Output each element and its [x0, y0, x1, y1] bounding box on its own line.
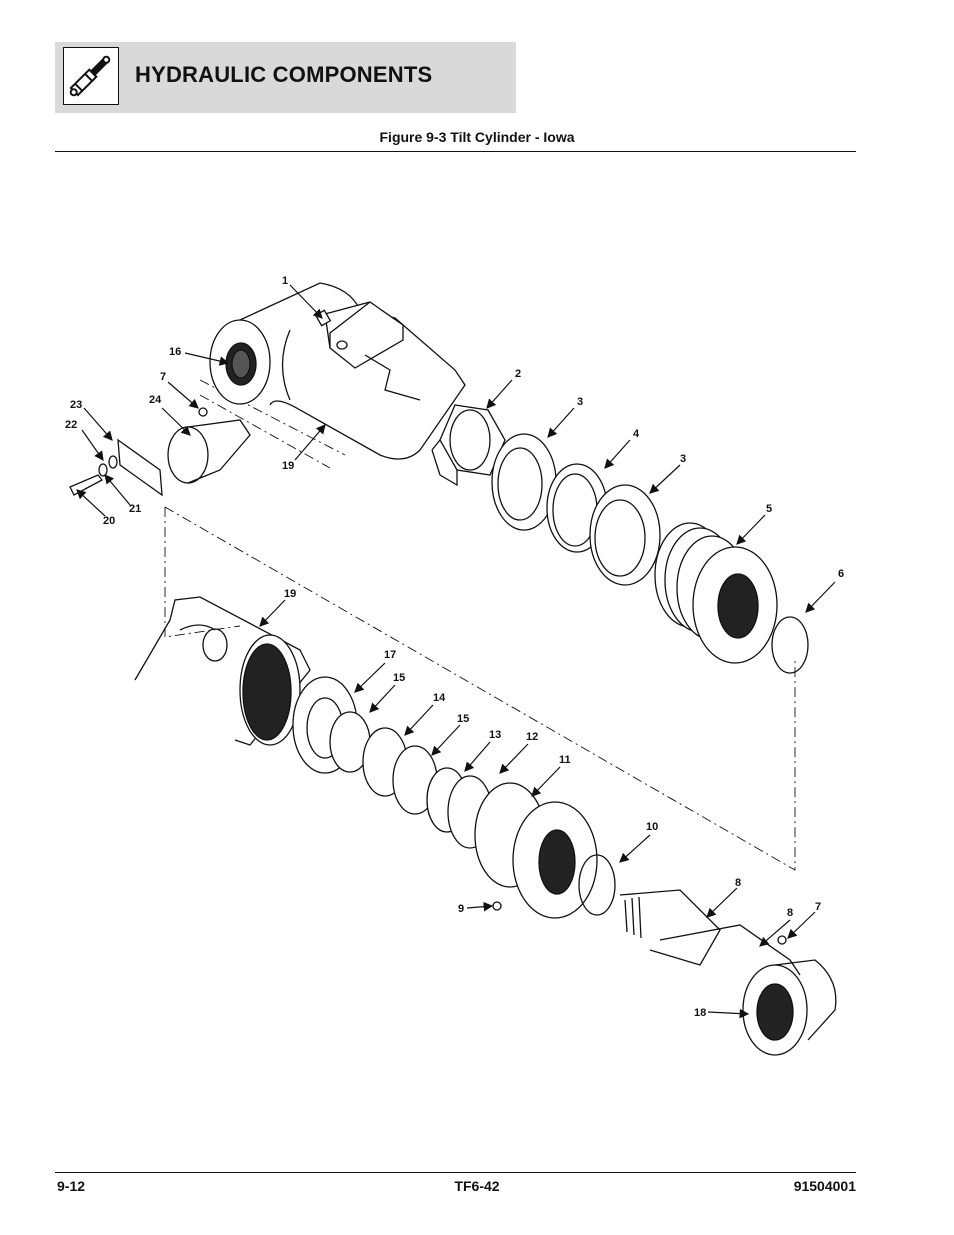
hydraulic-cylinder-icon	[63, 47, 119, 105]
piston	[654, 522, 778, 664]
callout-20: 20	[103, 515, 115, 527]
callout-7: 7	[160, 371, 166, 383]
cylinder-head	[474, 782, 598, 919]
callout-9: 9	[458, 903, 464, 915]
callout-14: 14	[433, 692, 446, 704]
footer-rule	[55, 1172, 856, 1173]
callout-8: 8	[735, 877, 741, 889]
rod-end	[619, 889, 837, 1056]
callout-1: 1	[282, 275, 288, 287]
wear-ring-2	[589, 484, 661, 586]
callout-3: 3	[577, 396, 583, 408]
callout-12: 12	[526, 731, 538, 743]
callout-8b: 8	[787, 907, 793, 919]
figure-title: Figure 9-3 Tilt Cylinder - Iowa	[379, 129, 575, 145]
section-header-band	[55, 42, 516, 113]
callout-19-bottom: 19	[284, 588, 296, 600]
callout-15: 15	[393, 672, 405, 684]
document-number: 91504001	[793, 1178, 856, 1194]
pin-assembly	[69, 407, 251, 497]
callout-17: 17	[384, 649, 396, 661]
barrel-assembly-top	[209, 282, 466, 460]
page-number: 9-12	[57, 1178, 86, 1194]
callout-19-top: 19	[282, 460, 294, 472]
o-ring	[771, 616, 809, 674]
callout-16: 16	[169, 346, 181, 358]
gland-nut	[431, 404, 506, 487]
model-number: TF6-42	[454, 1178, 500, 1194]
snap-ring	[578, 854, 616, 916]
callout-18: 18	[694, 1007, 706, 1019]
callout-3b: 3	[680, 453, 686, 465]
section-title: HYDRAULIC COMPONENTS	[135, 62, 433, 87]
callout-13: 13	[489, 729, 501, 741]
header-rule	[55, 151, 856, 152]
callout-7b: 7	[815, 901, 821, 913]
callout-15b: 15	[457, 713, 469, 725]
callout-24: 24	[149, 394, 162, 406]
callout-5: 5	[766, 503, 772, 515]
barrel-cutaway	[134, 596, 311, 746]
callout-21: 21	[129, 503, 141, 515]
callout-11: 11	[559, 754, 571, 766]
callout-4: 4	[633, 428, 640, 440]
callout-6: 6	[838, 568, 844, 580]
callout-22: 22	[65, 419, 77, 431]
callout-23: 23	[70, 399, 82, 411]
callout-10: 10	[646, 821, 658, 833]
callout-2: 2	[515, 368, 521, 380]
